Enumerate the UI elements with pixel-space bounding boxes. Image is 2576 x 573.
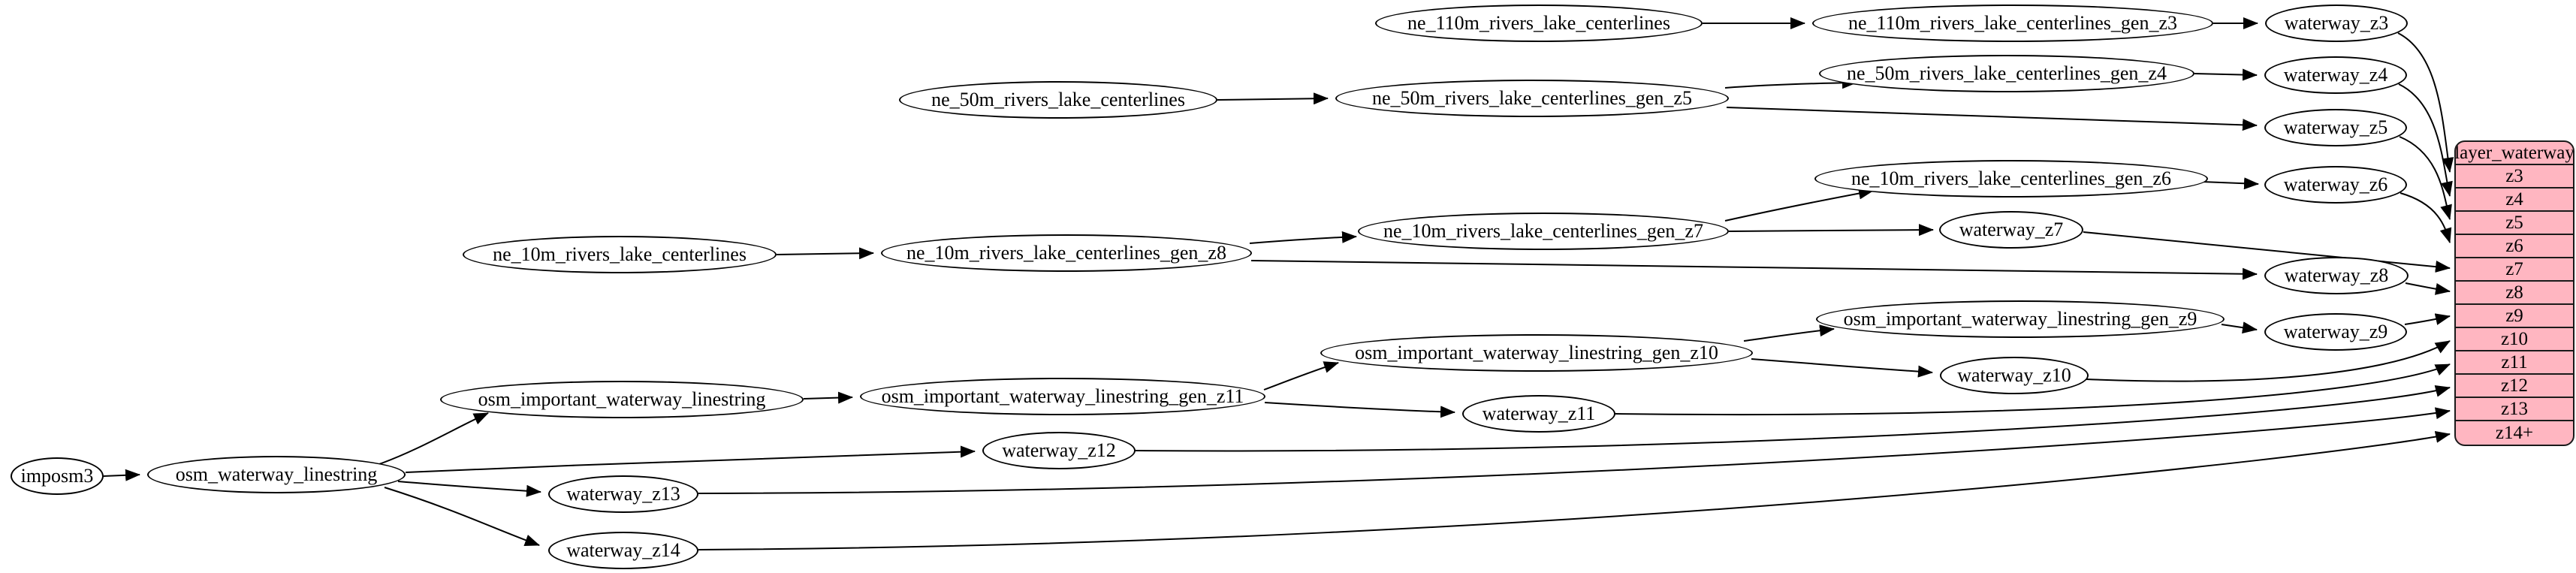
edge-waterway_z12-to-table-row-z12 [1135, 385, 2451, 452]
node-ne_110m_rivers_lake_centerlines: ne_110m_rivers_lake_centerlines [1375, 5, 1703, 42]
edge-ne_10m_rivers_lake_centerlines_gen_z7-to-waterway_z7 [1728, 224, 1934, 237]
node-waterway_z6: waterway_z6 [2264, 166, 2407, 204]
node-ne_50m_rivers_lake_centerlines: ne_50m_rivers_lake_centerlines [899, 81, 1217, 119]
node-osm_important_waterway_linestring_gen_z9: osm_important_waterway_linestring_gen_z9 [1816, 300, 2225, 338]
table-row-z6: z6 [2456, 235, 2573, 258]
edge-osm_waterway_linestring-to-waterway_z14 [384, 487, 540, 547]
table-row-z14: z14+ [2495, 422, 2534, 443]
edge-waterway_z6-to-table-row-z6 [2400, 192, 2452, 243]
node-imposm3: imposm3 [11, 457, 104, 495]
table-row-z7: z7 [2456, 258, 2573, 282]
node-waterway_z5: waterway_z5 [2264, 109, 2407, 146]
table-row-z12: z12 [2456, 375, 2573, 398]
edge-ne_50m_rivers_lake_centerlines-to-ne_50m_rivers_lake_centerlines_gen_z5 [1217, 92, 1329, 105]
edge-waterway_z10-to-table-row-z10 [2086, 340, 2451, 382]
node-ne_10m_rivers_lake_centerlines_gen_z8: ne_10m_rivers_lake_centerlines_gen_z8 [881, 234, 1252, 272]
edge-ne_50m_rivers_lake_centerlines_gen_z5-to-ne_50m_rivers_lake_centerlines_gen_z4 [1724, 77, 1857, 89]
edge-ne_10m_rivers_lake_centerlines_gen_z8-to-waterway_z8 [1250, 260, 2258, 280]
table-layer_waterway: layer_waterway z3 z4 z5 z6 z7 z8 z9 z10 … [2454, 140, 2574, 446]
table-row-z11: z11 [2456, 351, 2573, 375]
edge-ne_50m_rivers_lake_centerlines_gen_z5-to-waterway_z5 [1726, 107, 2258, 131]
edge-osm_important_waterway_linestring_gen_z10-to-osm_important_waterway_linestring_gen_z9 [1743, 324, 1835, 342]
table-row-z13: z13 [2456, 398, 2573, 421]
node-osm_important_waterway_linestring_gen_z11: osm_important_waterway_linestring_gen_z1… [860, 378, 1265, 415]
edge-waterway_z4-to-table-row-z4 [2398, 83, 2453, 197]
edge-waterway_z5-to-table-row-z5 [2399, 136, 2452, 220]
table-row-z10: z10 [2456, 328, 2573, 351]
node-waterway_z12: waterway_z12 [982, 432, 1136, 469]
edge-osm_waterway_linestring-to-osm_important_waterway_linestring [379, 412, 489, 465]
table-row-z8: z8 [2456, 282, 2573, 305]
edge-waterway_z13-to-table-row-z13 [698, 407, 2451, 494]
table-row-z5: z5 [2456, 212, 2573, 235]
edge-osm_important_waterway_linestring-to-osm_important_waterway_linestring_gen_z11 [803, 391, 853, 404]
node-ne_10m_rivers_lake_centerlines_gen_z6: ne_10m_rivers_lake_centerlines_gen_z6 [1814, 160, 2208, 198]
edge-osm_important_waterway_linestring_gen_z10-to-waterway_z10 [1751, 358, 1933, 378]
node-waterway_z9: waterway_z9 [2264, 313, 2407, 351]
node-ne_10m_rivers_lake_centerlines_gen_z7: ne_10m_rivers_lake_centerlines_gen_z7 [1358, 213, 1729, 250]
edge-imposm3-to-osm_waterway_linestring [103, 469, 140, 481]
table-header: layer_waterway [2456, 142, 2573, 165]
edge-ne_10m_rivers_lake_centerlines-to-ne_10m_rivers_lake_centerlines_gen_z8 [776, 247, 874, 260]
table-row-z9: z9 [2456, 305, 2573, 328]
node-waterway_z13: waterway_z13 [548, 475, 698, 513]
edge-ne_10m_rivers_lake_centerlines_gen_z7-to-ne_10m_rivers_lake_centerlines_gen_z6 [1724, 187, 1874, 222]
node-osm_important_waterway_linestring: osm_important_waterway_linestring [440, 381, 804, 418]
node-ne_50m_rivers_lake_centerlines_gen_z4: ne_50m_rivers_lake_centerlines_gen_z4 [1819, 55, 2194, 92]
node-osm_waterway_linestring: osm_waterway_linestring [147, 456, 406, 493]
node-osm_important_waterway_linestring_gen_z10: osm_important_waterway_linestring_gen_z1… [1320, 334, 1753, 372]
node-waterway_z3: waterway_z3 [2265, 5, 2408, 42]
edge-osm_important_waterway_linestring_gen_z11-to-osm_important_waterway_linestring_gen_z10 [1263, 361, 1339, 391]
node-waterway_z10: waterway_z10 [1940, 357, 2089, 394]
node-waterway_z14: waterway_z14 [548, 532, 698, 569]
edge-waterway_z9-to-table-row-z9 [2404, 313, 2451, 325]
node-waterway_z4: waterway_z4 [2264, 56, 2407, 94]
node-waterway_z11: waterway_z11 [1462, 395, 1615, 433]
node-ne_10m_rivers_lake_centerlines: ne_10m_rivers_lake_centerlines [463, 236, 777, 273]
node-ne_50m_rivers_lake_centerlines_gen_z5: ne_50m_rivers_lake_centerlines_gen_z5 [1335, 80, 1729, 117]
node-waterway_z7: waterway_z7 [1939, 211, 2083, 249]
edge-ne_50m_rivers_lake_centerlines_gen_z4-to-waterway_z4 [2194, 68, 2258, 81]
node-waterway_z8: waterway_z8 [2264, 257, 2409, 294]
edge-waterway_z11-to-table-row-z11 [1615, 363, 2451, 416]
table-row-z4: z4 [2456, 188, 2573, 212]
edge-osm_waterway_linestring-to-waterway_z12 [405, 445, 976, 473]
edge-osm_waterway_linestring-to-waterway_z13 [397, 481, 541, 497]
edge-ne_10m_rivers_lake_centerlines_gen_z8-to-ne_10m_rivers_lake_centerlines_gen_z7 [1249, 231, 1357, 244]
edge-osm_important_waterway_linestring_gen_z11-to-waterway_z11 [1264, 402, 1455, 418]
node-ne_110m_rivers_lake_centerlines_gen_z3: ne_110m_rivers_lake_centerlines_gen_z3 [1812, 5, 2213, 42]
edge-waterway_z8-to-table-row-z8 [2405, 282, 2451, 295]
edge-waterway_z14-to-table-row-z14 [698, 430, 2451, 550]
edge-ne_10m_rivers_lake_centerlines_gen_z6-to-waterway_z6 [2201, 177, 2259, 190]
edge-waterway_z3-to-table-row-z3 [2397, 32, 2454, 173]
table-row-z3: z3 [2456, 165, 2573, 188]
edge-osm_important_waterway_linestring_gen_z9-to-waterway_z9 [2221, 321, 2258, 334]
edge-waterway_z7-to-table-row-z7 [2083, 231, 2451, 273]
